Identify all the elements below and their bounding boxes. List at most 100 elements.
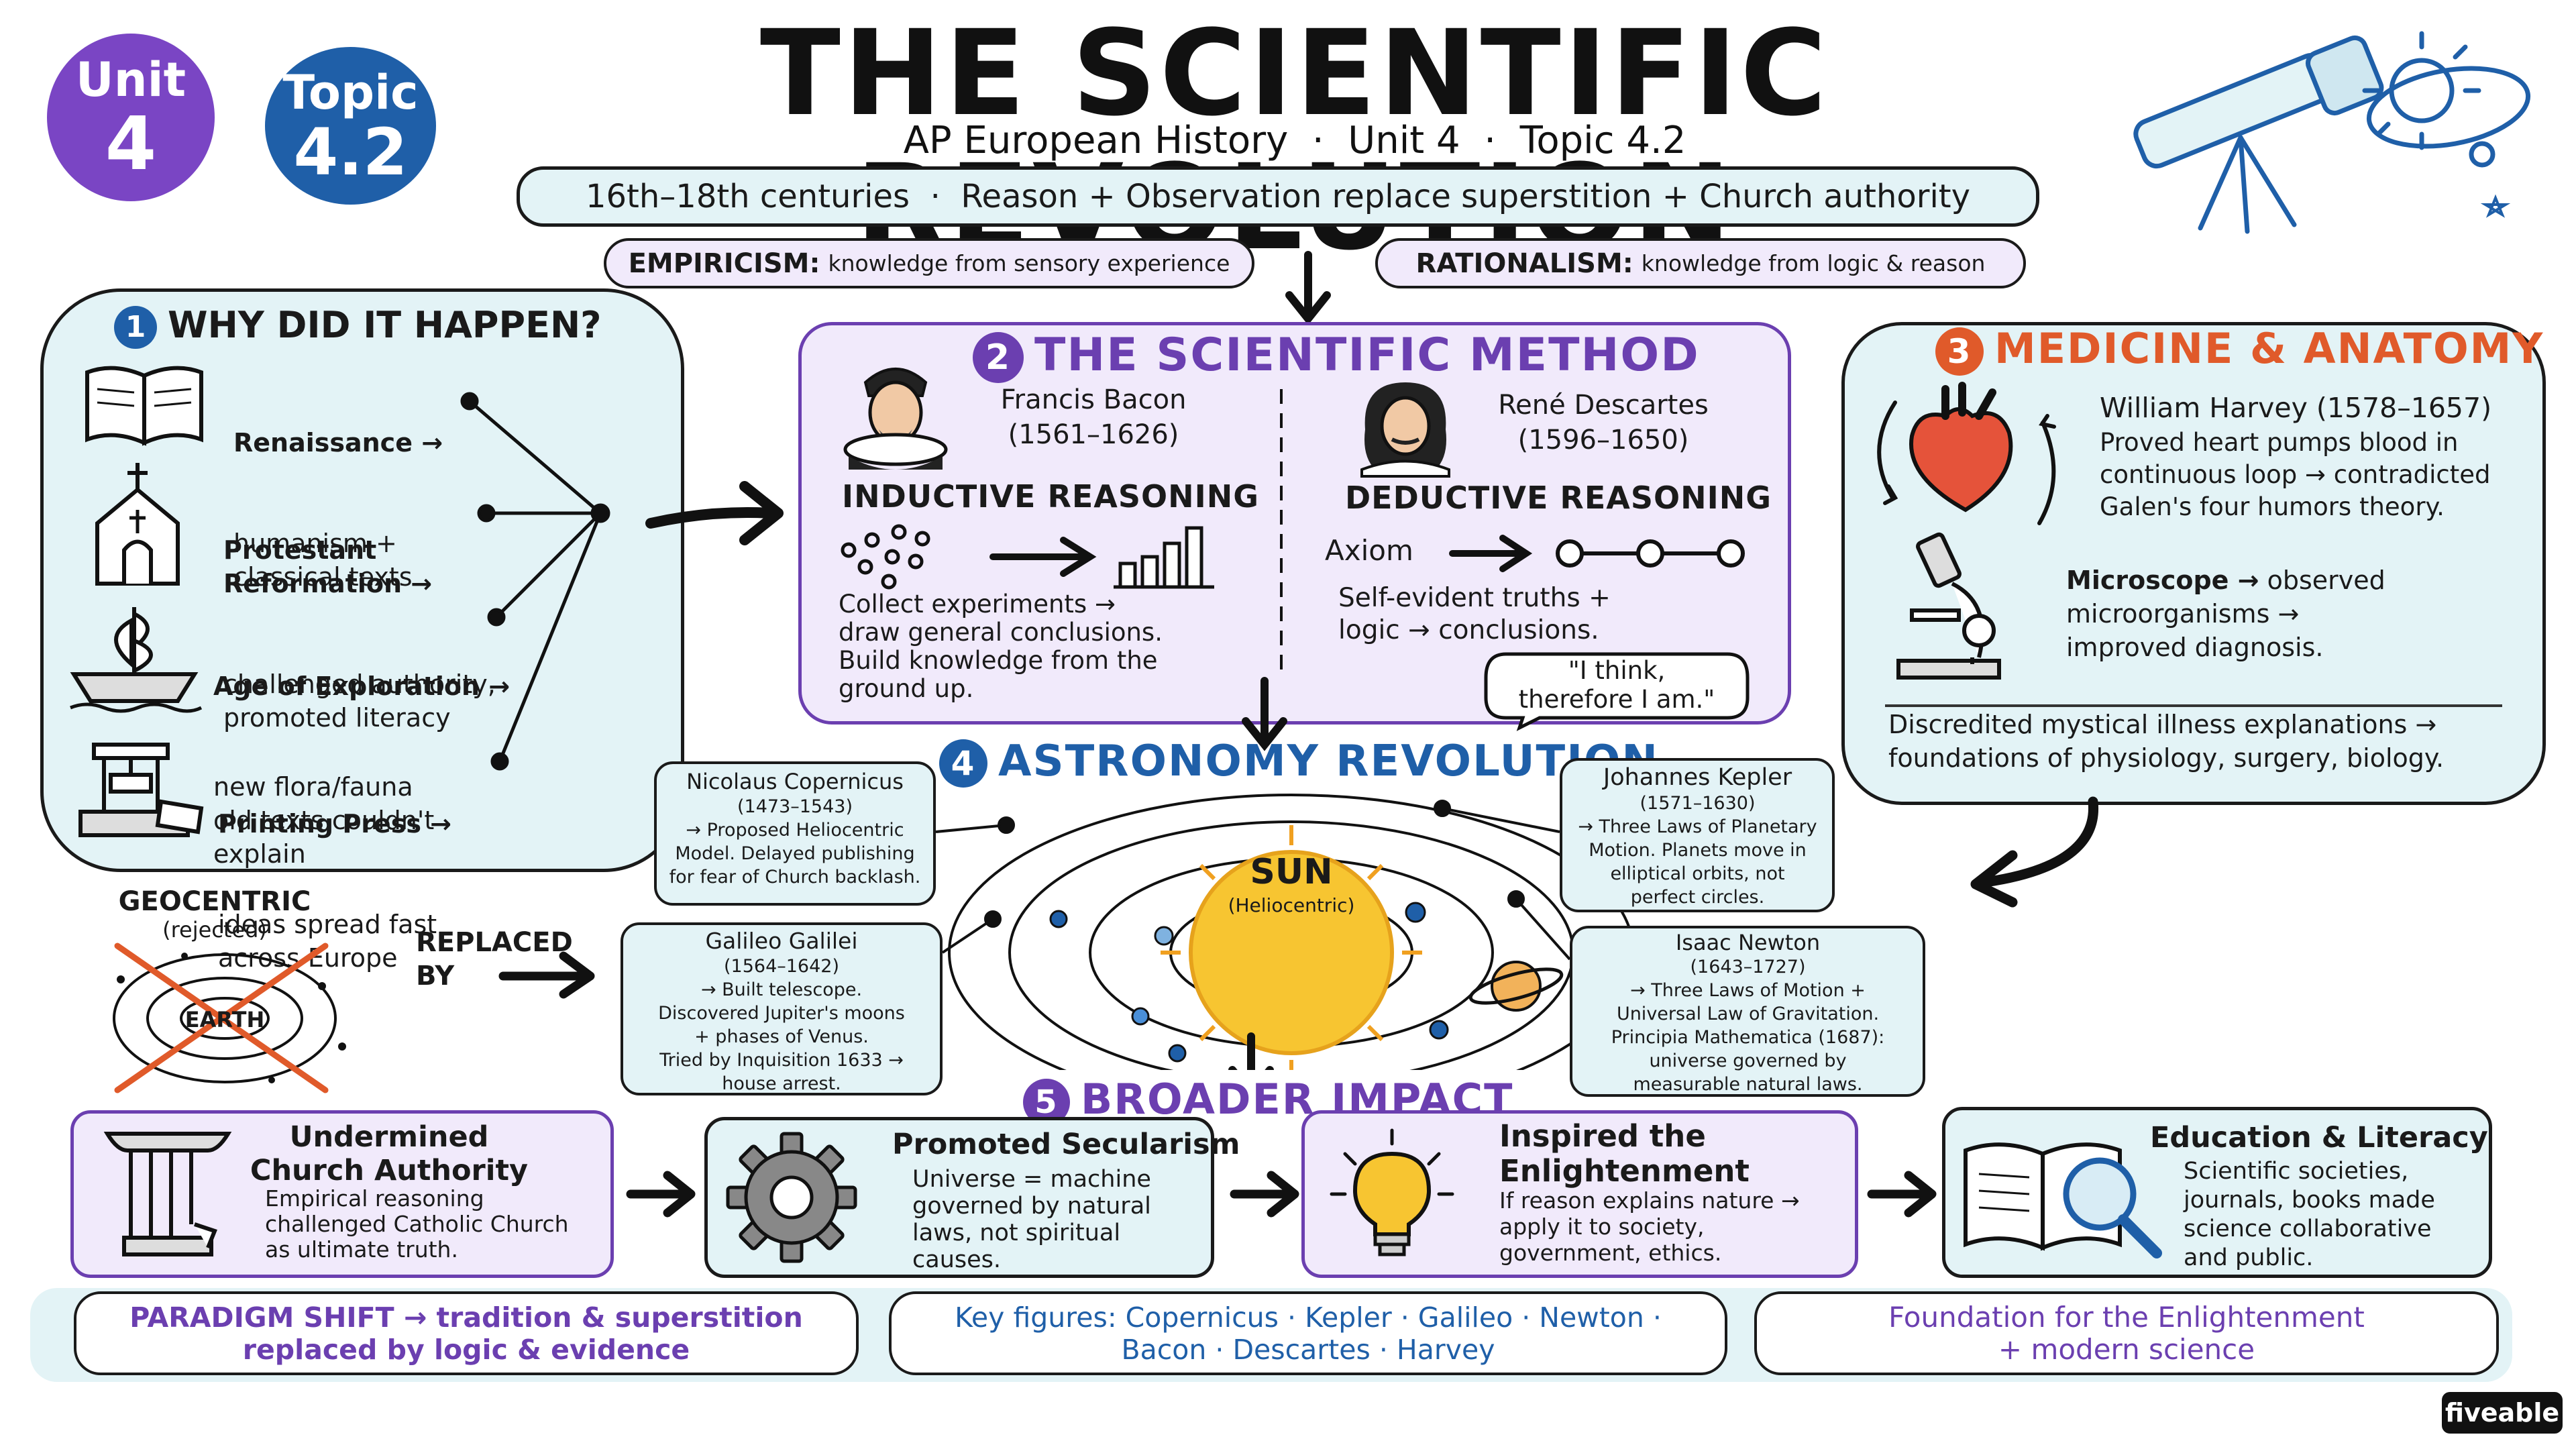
sun-label: SUN — [1250, 852, 1333, 892]
why-item-title: Renaissance → — [233, 428, 443, 458]
galileo-years: (1564–1642) — [724, 956, 839, 977]
printing-press-icon — [78, 743, 204, 837]
era-banner-text: 16th–18th centuries · Reason + Observati… — [585, 178, 1971, 215]
fiveable-logo: fiveable — [2442, 1392, 2563, 1434]
copernicus-card — [654, 761, 936, 906]
geocentric-sub: (rejected) — [162, 917, 267, 943]
geocentric-title: GEOCENTRIC — [118, 886, 311, 917]
heart-icon — [1877, 382, 2056, 525]
galileo-card — [621, 922, 943, 1095]
earth-label: EARTH — [184, 1007, 265, 1032]
ship-icon — [70, 607, 203, 713]
axiom-label: Axiom — [1325, 534, 1413, 567]
inductive-heading: INDUCTIVE REASONING — [842, 478, 1259, 515]
microscope-text: microorganisms → improved diagnosis. — [2066, 599, 2324, 662]
impact-enlightenment-text: If reason explains nature → apply it to … — [1499, 1187, 1800, 1266]
why-item-body: challenged authority, promoted literacy — [223, 669, 496, 733]
induction-diagram — [841, 524, 1214, 590]
kepler-name: Johannes Kepler — [1603, 764, 1792, 791]
impact-secularism-text: Universe = machine governed by natural l… — [912, 1166, 1151, 1273]
key-figures-text: Key figures: Copernicus · Kepler · Galil… — [955, 1301, 1662, 1366]
newton-text: → Three Laws of Motion + Universal Law o… — [1611, 980, 1885, 1095]
book-icon — [85, 366, 203, 446]
why-item-title: Age of Exploration → — [213, 672, 511, 701]
empiricism-pill: EMPIRICISM: knowledge from sensory exper… — [604, 238, 1254, 288]
unit-badge-number: 4 — [105, 101, 157, 186]
lightbulb-icon — [1330, 1128, 1454, 1256]
inductive-text: Collect experiments → draw general concl… — [839, 590, 1163, 703]
deductive-text: Self-evident truths + logic → conclusion… — [1338, 583, 1611, 645]
microscope-title: Microscope → — [2066, 566, 2259, 595]
impact-church-title: Undermined Church Authority — [250, 1120, 529, 1187]
broken-column-icon — [103, 1132, 232, 1256]
sun-sublabel: (Heliocentric) — [1228, 894, 1355, 916]
topic-badge: Topic 4.2 — [265, 47, 436, 205]
harvey-info: William Harvey (1578–1657) Proved heart … — [2100, 389, 2491, 523]
empiricism-term: EMPIRICISM: — [628, 248, 820, 279]
newton-name: Isaac Newton — [1675, 930, 1821, 955]
descartes-quote: "I think, therefore I am." — [1518, 656, 1715, 714]
page-subtitle: AP European History · Unit 4 · Topic 4.2 — [903, 119, 1686, 162]
deduction-diagram — [1449, 535, 1745, 572]
rationalism-def: knowledge from logic & reason — [1641, 250, 1986, 276]
empiricism-def: knowledge from sensory experience — [828, 250, 1230, 276]
book-magnifier-icon — [1964, 1142, 2162, 1258]
bacon-years: (1561–1626) — [1008, 419, 1179, 450]
geocentric-diagram — [113, 943, 346, 1093]
rationalism-term: RATIONALISM: — [1415, 248, 1633, 279]
descartes-info: René Descartes (1596–1650) — [1462, 388, 1744, 458]
arrow-curve-icon — [1970, 796, 2099, 908]
why-item-exploration: Age of Exploration → new flora/fauna old… — [213, 602, 510, 904]
descartes-name: René Descartes — [1498, 390, 1709, 421]
arrow-right-icon — [1230, 1171, 1299, 1218]
unit-badge-label: Unit — [75, 52, 186, 107]
kepler-content: Johannes Kepler (1571–1630) → Three Laws… — [1565, 763, 1830, 909]
why-number: 1 — [114, 306, 157, 350]
kepler-text: → Three Laws of Planetary Motion. Planet… — [1578, 816, 1817, 908]
paradigm-pill: PARADIGM SHIFT → tradition & superstitio… — [74, 1291, 859, 1375]
arrow-down-icon — [1285, 251, 1331, 325]
topic-badge-label: Topic — [282, 64, 419, 120]
replaced-by-label: REPLACED BY — [416, 927, 573, 991]
copernicus-years: (1473–1543) — [737, 796, 853, 817]
arrow-down-icon — [1242, 677, 1287, 751]
impact-secularism-title: Promoted Secularism — [892, 1128, 1240, 1161]
why-item-title: Protestant Reformation → — [223, 535, 433, 598]
bacon-portrait-icon — [843, 368, 948, 470]
topic-badge-number: 4.2 — [293, 114, 408, 190]
arrow-right-icon — [498, 951, 595, 999]
descartes-years: (1596–1650) — [1517, 425, 1689, 455]
arrow-right-icon — [645, 481, 784, 545]
rationalism-pill: RATIONALISM: knowledge from logic & reas… — [1375, 238, 2026, 288]
paradigm-text: PARADIGM SHIFT → tradition & superstitio… — [129, 1301, 803, 1366]
kepler-card — [1560, 758, 1835, 912]
impact-enlightenment-title: Inspired the Enlightenment — [1499, 1118, 1750, 1189]
key-figures-pill: Key figures: Copernicus · Kepler · Galil… — [889, 1291, 1727, 1375]
microscope-info: Microscope → observed microorganisms → i… — [2066, 564, 2385, 664]
galileo-text: → Built telescope. Discovered Jupiter's … — [658, 979, 905, 1094]
newton-card — [1570, 926, 1925, 1097]
medicine-title-text: MEDICINE & ANATOMY — [1994, 324, 2544, 373]
newton-years: (1643–1727) — [1690, 957, 1806, 977]
bacon-name: Francis Bacon — [1000, 384, 1187, 415]
medicine-footer: Discredited mystical illness explanation… — [1888, 710, 2445, 773]
medicine-divider — [1885, 704, 2502, 707]
deductive-heading: DEDUCTIVE REASONING — [1345, 480, 1772, 516]
why-connectors — [460, 392, 610, 771]
telescope-icon — [2133, 31, 2531, 234]
copernicus-text: → Proposed Heliocentric Model. Delayed p… — [669, 820, 921, 888]
why-item-reformation: Protestant Reformation → challenged auth… — [223, 466, 496, 768]
impact-education-title: Education & Literacy — [2150, 1121, 2488, 1155]
gear-icon — [726, 1132, 857, 1263]
arrow-right-icon — [1867, 1171, 1937, 1218]
quote-bubble — [1484, 652, 1750, 731]
galileo-name: Galileo Galilei — [705, 928, 858, 954]
microscope-rest: observed — [2259, 566, 2385, 595]
copernicus-name: Nicolaus Copernicus — [686, 769, 904, 794]
impact-education-text: Scientific societies, journals, books ma… — [2184, 1158, 2435, 1271]
foundation-text: Foundation for the Enlightenment + moder… — [1888, 1300, 2365, 1366]
